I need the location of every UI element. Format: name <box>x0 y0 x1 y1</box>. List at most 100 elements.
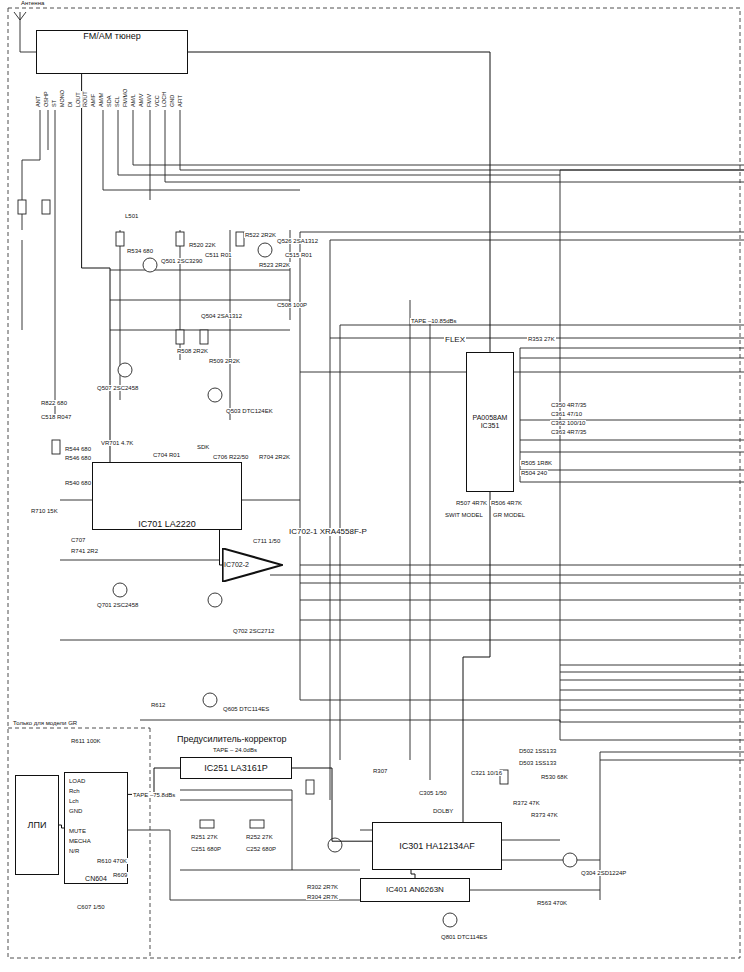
pin-name: GND <box>170 94 176 108</box>
pin-name: AFIT <box>178 94 184 108</box>
pin-name: FM/V <box>147 93 153 108</box>
pin-name: AM/M <box>99 92 105 108</box>
part-label: C707 <box>70 537 86 543</box>
signal-wire <box>411 870 415 878</box>
part-label: C321 10/16 <box>470 770 503 776</box>
opamp-triangle: IC702-2 <box>222 548 283 582</box>
ic-chip: PA0058AMIC351 <box>466 352 514 492</box>
part-label: Q503 DTC124EK <box>225 408 274 414</box>
part-label: D503 1SS133 <box>518 760 557 766</box>
node-text: IC251 LA3161P <box>202 763 270 773</box>
part-label: C251 680P <box>190 846 222 852</box>
node-text: IC702-2 <box>222 561 251 569</box>
node-text: IC301 HA12134AF <box>397 841 477 851</box>
part-label: R353 27K <box>527 336 556 342</box>
part-label: Предусилитель-корректор <box>176 735 288 744</box>
part-label: C252 680P <box>245 846 277 852</box>
part-label: R609 <box>112 872 128 878</box>
part-label: Q304 2SD1224P <box>580 870 627 876</box>
part-label: TAPE –75.8dBs <box>132 792 176 798</box>
node-text: IC401 AN6263N <box>384 885 446 894</box>
part-label: R540 680 <box>64 480 92 486</box>
part-label: R563 470K <box>536 900 568 906</box>
part-label: C706 R22/50 <box>212 454 249 460</box>
part-label: R530 68K <box>540 774 569 780</box>
part-label: Q701 2SC2458 <box>96 602 139 608</box>
part-label: MUTE <box>68 828 87 834</box>
node-text: IC701 LA2220 <box>136 519 198 529</box>
part-label: R507 4R7K <box>455 500 488 506</box>
part-label: R252 27K <box>245 834 274 840</box>
node-text: IC351 <box>479 422 502 430</box>
part-label: DOLBY <box>432 808 454 814</box>
part-label: R506 4R7K <box>490 500 523 506</box>
node-text: CN604 <box>83 875 109 883</box>
display-board: ЛПИ <box>15 775 59 875</box>
pin-name: AMIF <box>91 93 97 108</box>
part-label: SDK <box>196 444 210 450</box>
part-label: Антенна <box>20 0 45 6</box>
ic-box: IC301 HA12134AF <box>372 822 502 870</box>
part-label: R505 1R8K <box>520 460 553 466</box>
part-label: R741 2R2 <box>70 548 99 554</box>
part-label: Q702 2SC2712 <box>232 628 275 634</box>
node-text: ЛПИ <box>26 820 49 830</box>
part-label: Lch <box>68 798 80 804</box>
part-label: C305 1/50 <box>418 790 448 796</box>
part-label: L501 <box>124 213 139 219</box>
part-label: Rch <box>68 788 81 794</box>
part-label: R509 2R2K <box>208 358 241 364</box>
part-label: C518 R047 <box>40 414 72 420</box>
pin-name: SCL <box>115 95 121 108</box>
part-label: N/R <box>68 848 80 854</box>
pin-name: LOUT <box>76 91 82 108</box>
part-label: R504 240 <box>520 470 548 476</box>
part-label: FLEX <box>444 336 466 344</box>
part-label: C704 R01 <box>152 452 181 458</box>
signal-wire <box>128 768 180 794</box>
pin-name: DI <box>68 101 74 109</box>
part-label: C515 R01 <box>284 252 313 258</box>
pin-name: ROUT <box>83 90 89 108</box>
part-label: R546 680 <box>64 455 92 461</box>
part-label: R251 27K <box>190 834 219 840</box>
part-label: C508 100P <box>276 302 308 308</box>
part-label: R610 470K <box>96 858 128 864</box>
part-label: Q605 DTC114ES <box>222 706 270 712</box>
part-label: R304 2R7K <box>306 894 339 900</box>
pin-name: SDA <box>107 95 113 108</box>
part-label: VR701 4.7K <box>100 440 134 446</box>
pin-name: OSHP <box>44 90 50 108</box>
part-label: IC702-1 XRA4558F-P <box>288 528 368 536</box>
part-label: R373 47K <box>530 812 559 818</box>
part-label: Q501 2SC3290 <box>160 258 203 264</box>
part-label: C361 47/10 <box>550 411 583 417</box>
part-label: C711 1/50 <box>252 538 281 544</box>
part-label: R302 2R7K <box>306 884 339 890</box>
part-label: C362 100/10 <box>550 420 586 426</box>
part-label: R520 22K <box>188 242 217 248</box>
part-label: GND <box>68 808 83 814</box>
part-label: R523 2R2K <box>258 262 291 268</box>
part-label: GR MODEL <box>492 512 526 518</box>
part-label: R508 2R2K <box>176 348 209 354</box>
part-label: SWIT MODEL <box>444 512 484 518</box>
pin-name: AM/L <box>131 93 137 108</box>
part-label: Q507 2SC2458 <box>96 385 139 391</box>
part-label: R611 100K <box>70 738 102 744</box>
ic-box: IC251 LA3161P <box>180 757 292 779</box>
pin-name: ANT <box>36 95 42 108</box>
part-label: R704 2R2K <box>258 454 291 460</box>
part-label: R307 <box>372 768 388 774</box>
part-label: Только для модели GR <box>12 720 78 726</box>
signal-wire <box>188 52 490 352</box>
part-label: R710 15K <box>30 508 59 514</box>
part-label: TAPE –10.85dBs <box>410 318 458 324</box>
part-label: R822 680 <box>40 400 68 406</box>
part-label: C607 1/50 <box>76 904 106 910</box>
part-label: R612 <box>150 702 166 708</box>
part-label: C350 4R7/35 <box>550 402 587 408</box>
part-label: Q526 2SA1312 <box>276 238 319 244</box>
node-text: PA0058AM <box>471 414 510 422</box>
